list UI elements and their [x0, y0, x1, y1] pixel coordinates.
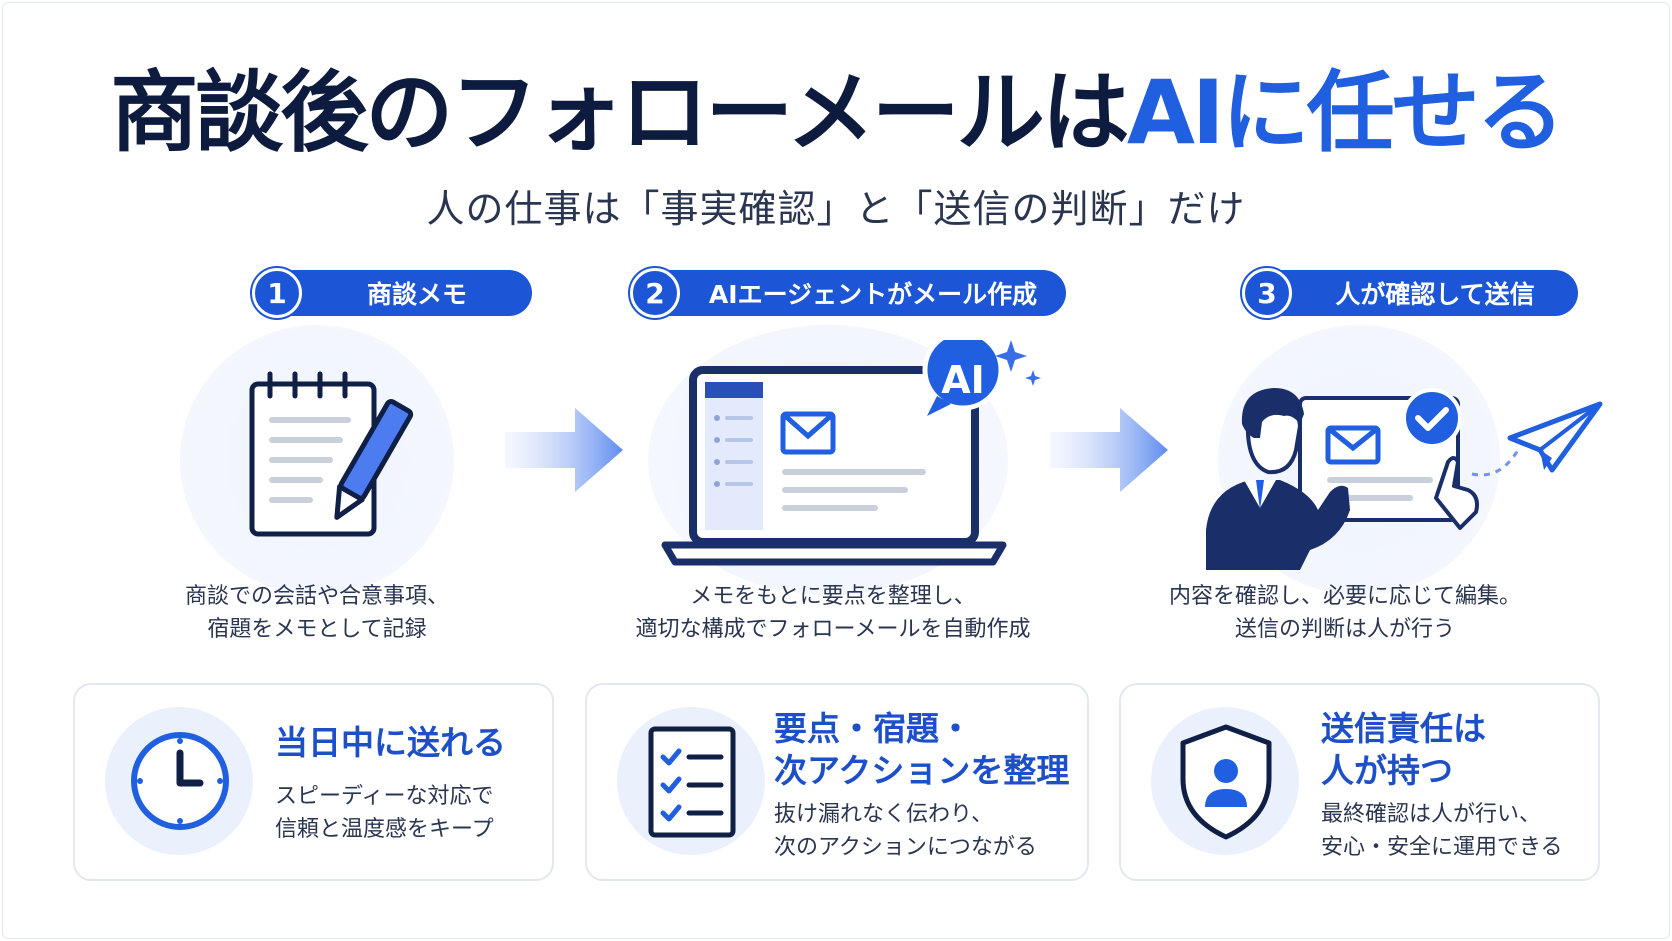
page-title: 商談後のフォローメールはAIに任せる [0, 58, 1672, 168]
step-3-desc-line1: 内容を確認し、必要に応じて編集。 [1168, 584, 1521, 609]
step-1-desc: 商談での会話や合意事項、 宿題をメモとして記録 [97, 580, 537, 646]
card-1-title: 当日中に送れる [275, 723, 506, 762]
clock-icon [131, 732, 229, 830]
title-accent: AIに任せる [1126, 61, 1565, 164]
benefit-card-2: 要点・宿題・ 次アクションを整理 抜け漏れなく伝わり、 次のアクションにつながる [585, 683, 1089, 881]
step-2-label: AIエージェントがメール作成 [708, 280, 1038, 309]
step-1-label: 商談メモ [366, 280, 467, 309]
ai-badge-text: AI [941, 358, 985, 402]
step-2-desc: メモをもとに要点を整理し、 適切な構成でフォローメールを自動作成 [603, 580, 1063, 646]
title-main: 商談後のフォローメールは [110, 61, 1129, 164]
step-3-number: 3 [1242, 268, 1292, 318]
step-1: 1 商談メモ [172, 268, 612, 318]
card-2-title-line2: 次アクションを整理 [774, 751, 1070, 790]
step-1-desc-line1: 商談での会話や合意事項、 [184, 584, 449, 609]
step-1-pill: 1 商談メモ [252, 268, 532, 318]
step-2-pill: 2 AIエージェントがメール作成 [630, 268, 1066, 318]
card-3-title-line1: 送信責任は [1321, 709, 1486, 748]
step-2-number: 2 [630, 268, 680, 318]
laptop-email-icon [661, 340, 1041, 566]
arrow-right-icon [1050, 408, 1168, 492]
card-3-desc-line2: 安心・安全に運用できる [1321, 835, 1563, 860]
step-3-label: 人が確認して送信 [1335, 280, 1535, 309]
person-check-send-icon [1206, 388, 1603, 570]
step-1-number: 1 [252, 268, 302, 318]
step-2-desc-line1: メモをもとに要点を整理し、 [690, 584, 976, 609]
card-3-desc-line1: 最終確認は人が行い、 [1321, 802, 1542, 827]
benefit-card-1: 当日中に送れる スピーディーな対応で 信頼と温度感をキープ [73, 683, 554, 881]
step-3-desc: 内容を確認し、必要に応じて編集。 送信の判断は人が行う [1125, 580, 1565, 646]
card-1-desc-line2: 信頼と温度感をキープ [275, 817, 494, 842]
benefit-card-3: 送信責任は 人が持つ 最終確認は人が行い、 安心・安全に運用できる [1119, 683, 1600, 881]
step-3-desc-line2: 送信の判断は人が行う [1234, 617, 1455, 642]
card-1-desc-line1: スピーディーな対応で [275, 784, 494, 809]
step-2-desc-line2: 適切な構成でフォローメールを自動作成 [635, 617, 1031, 642]
checklist-icon [648, 726, 736, 838]
page-subtitle: 人の仕事は「事実確認」と「送信の判断」だけ [426, 187, 1246, 231]
step-1-desc-line2: 宿題をメモとして記録 [207, 617, 427, 642]
step-2: 2 AIエージェントがメール作成 [628, 268, 1068, 318]
step-3: 3 人が確認して送信 [1190, 268, 1630, 318]
shield-user-icon [1180, 724, 1272, 840]
card-2-title-line1: 要点・宿題・ [774, 709, 972, 748]
arrow-right-icon [505, 408, 623, 492]
card-3-title-line2: 人が持つ [1321, 751, 1453, 790]
memo-pen-icon [249, 371, 414, 537]
card-2-desc-line2: 次のアクションにつながる [774, 835, 1037, 860]
card-2-desc-line1: 抜け漏れなく伝わり、 [774, 802, 994, 827]
step-3-pill: 3 人が確認して送信 [1242, 268, 1578, 318]
